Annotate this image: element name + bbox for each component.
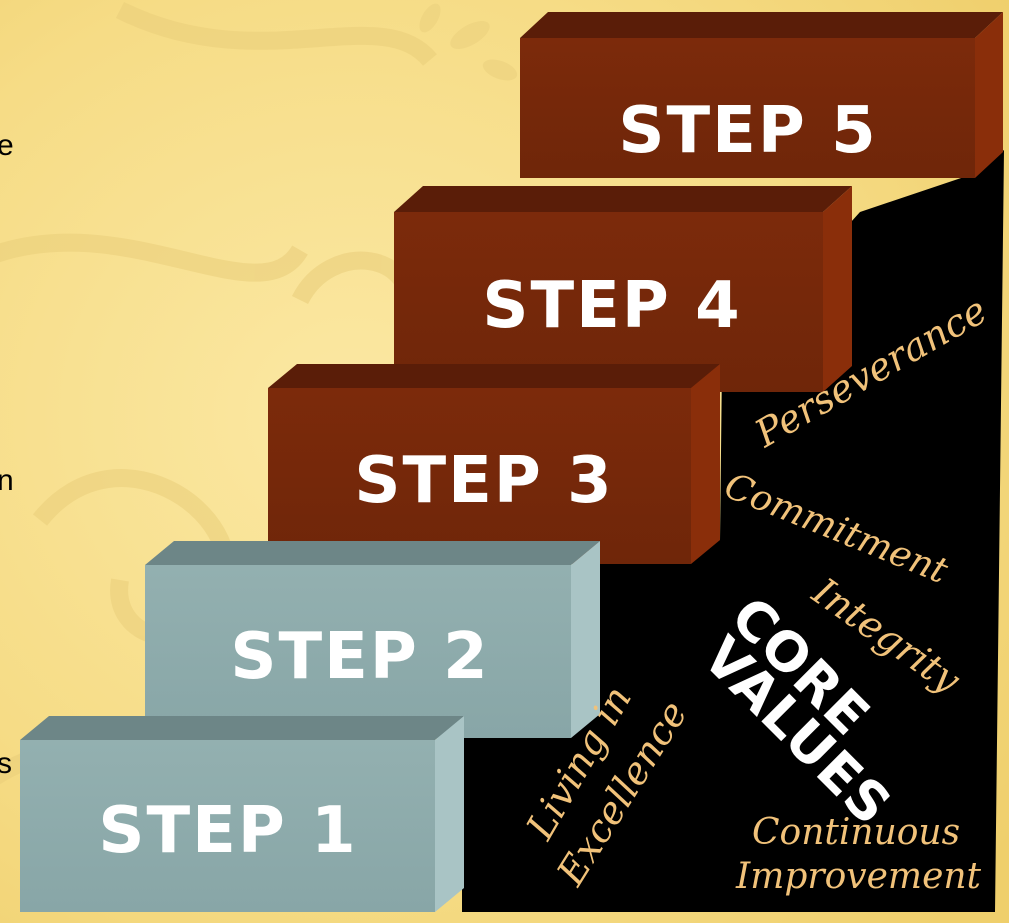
step-1-label: STEP 1: [98, 794, 357, 868]
step-1-block: [20, 716, 464, 912]
step-3-label: STEP 3: [354, 444, 613, 518]
step-2-block: [145, 541, 600, 738]
core-values-panel: [462, 150, 1004, 912]
value-continuous-line2: Improvement: [735, 856, 982, 897]
value-continuous-line1: Continuous: [752, 812, 960, 853]
edge-letter-3: s: [0, 747, 12, 780]
step-5-label: STEP 5: [618, 94, 877, 168]
edge-letter-1: e: [0, 129, 14, 162]
background-leaves: [419, 3, 518, 81]
step-5-block: [520, 12, 1003, 178]
step-3-block: [268, 364, 720, 564]
step-4-label: STEP 4: [482, 269, 741, 343]
step-2-label: STEP 2: [230, 620, 489, 694]
edge-letter-2: n: [0, 464, 14, 497]
step-4-block: [394, 186, 852, 392]
